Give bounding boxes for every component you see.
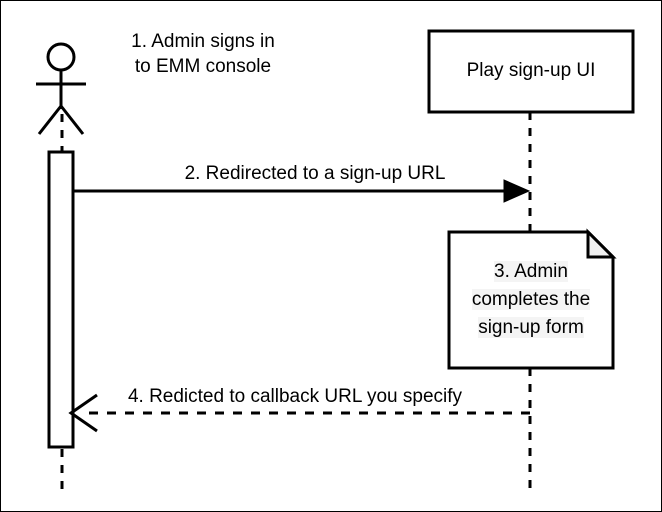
message-4-label: 4. Redicted to callback URL you specify <box>127 386 463 407</box>
actor-caption-line-2: to EMM console <box>134 56 272 77</box>
note-text: 3. Admin completes the sign-up form <box>450 258 612 342</box>
message-2-arrow[interactable] <box>73 179 531 203</box>
actor-caption-line-1: 1. Admin signs in <box>131 31 275 52</box>
message-4-arrowhead-open-icon <box>68 393 98 433</box>
message-2-arrowhead-filled-icon <box>503 179 531 203</box>
actor-head-icon <box>46 42 76 72</box>
note-fold-corner-icon <box>586 228 617 259</box>
stick-figure-icon <box>36 42 86 135</box>
actor-leg-right-line <box>59 105 85 135</box>
actor-activation-bar <box>47 150 75 449</box>
participant-label: Play sign-up UI <box>466 60 596 81</box>
actor-leg-left-line <box>37 105 63 135</box>
note-text-line-1: 3. Admin <box>494 261 568 282</box>
note-text-line-2: completes the <box>471 289 591 310</box>
message-4-arrow[interactable] <box>68 393 530 433</box>
actor-caption-text: 1. Admin signs in to EMM console <box>97 29 309 79</box>
participant-box[interactable] <box>427 29 635 114</box>
message-2-label: 2. Redirected to a sign-up URL <box>184 163 446 184</box>
note-text-line-3: sign-up form <box>478 317 584 338</box>
